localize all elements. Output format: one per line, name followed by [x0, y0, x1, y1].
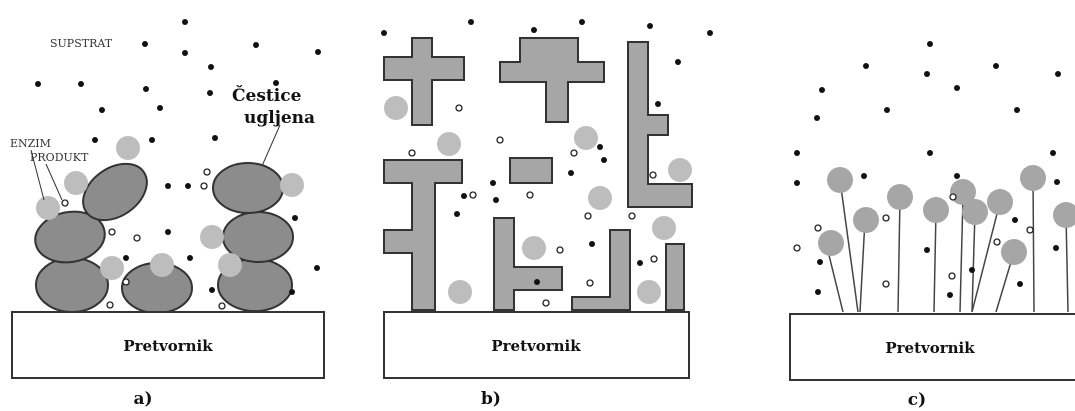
enzyme: [987, 189, 1013, 215]
products: [793, 193, 1034, 288]
panel-caption: c): [908, 390, 926, 410]
enzymes: [818, 165, 1075, 265]
carbon-particle: [82, 162, 148, 222]
enzyme: [887, 184, 913, 210]
enzyme: [64, 171, 88, 195]
polymer-segment: [383, 37, 465, 126]
enzymes: [384, 96, 692, 304]
polymer-segment: [383, 159, 463, 311]
transducer-box: [11, 311, 325, 379]
wires: [825, 177, 1069, 313]
enzyme: [588, 186, 612, 210]
enzyme: [827, 167, 853, 193]
product: [218, 302, 226, 310]
transducer-box: [789, 313, 1075, 381]
substrate-dots: [381, 19, 713, 285]
polymer-matrix: [383, 37, 693, 311]
product: [61, 199, 69, 207]
product: [203, 168, 211, 176]
enzyme: [950, 179, 976, 205]
enzyme: [36, 196, 60, 220]
pointer-lines: [30, 124, 281, 201]
products: [408, 104, 658, 307]
enzyme: [280, 173, 304, 197]
transducer-label: Pretvornik: [885, 339, 975, 357]
enzyme: [448, 280, 472, 304]
enzyme: [574, 126, 598, 150]
enzyme: [384, 96, 408, 120]
enzyme: [1053, 202, 1075, 228]
enzyme: [637, 280, 661, 304]
product: [106, 301, 114, 309]
polymer-segment: [493, 217, 563, 311]
polymer-segment: [665, 243, 685, 311]
product-label: PRODUKT: [30, 151, 89, 164]
panel-c: Pretvornik c): [789, 41, 1075, 410]
enzyme: [853, 207, 879, 233]
substrate-dots: [35, 19, 321, 295]
enzyme-label: ENZIM: [10, 137, 51, 150]
carbon-particle: [34, 210, 106, 264]
enzyme: [923, 197, 949, 223]
enzyme: [1001, 239, 1027, 265]
enzyme: [668, 158, 692, 182]
enzyme: [116, 136, 140, 160]
products: [61, 168, 226, 310]
product: [122, 278, 130, 286]
enzyme: [437, 132, 461, 156]
enzyme: [100, 256, 124, 280]
panel-caption: b): [481, 389, 501, 409]
polymer-segment: [509, 157, 553, 184]
product: [108, 228, 116, 236]
substrate-dots: [794, 41, 1061, 298]
panel-caption: a): [133, 389, 152, 409]
enzyme: [962, 199, 988, 225]
transducer-label: Pretvornik: [123, 337, 213, 355]
carbon-particles-label-line1: Čestice: [232, 85, 302, 106]
substrate-label: SUPSTRAT: [50, 37, 113, 50]
transducer-label: Pretvornik: [491, 337, 581, 355]
polymer-segment: [571, 229, 631, 311]
enzyme: [818, 230, 844, 256]
panel-a: SUPSTRAT ENZIM PRODUKT Čestice ugljena P…: [10, 19, 325, 409]
polymer-segment: [627, 41, 693, 208]
carbon-particle: [212, 162, 284, 214]
enzyme: [218, 253, 242, 277]
panel-b: Pretvornik b): [381, 19, 713, 409]
enzyme: [1020, 165, 1046, 191]
enzyme: [652, 216, 676, 240]
enzyme: [150, 253, 174, 277]
carbon-particles-label-line2: ugljena: [244, 108, 315, 128]
product: [200, 182, 208, 190]
product: [133, 234, 141, 242]
polymer-segment: [499, 37, 605, 123]
enzymes: [36, 136, 304, 280]
enzyme: [200, 225, 224, 249]
transducer-box: [383, 311, 690, 379]
carbon-particle: [35, 257, 109, 313]
enzyme: [522, 236, 546, 260]
